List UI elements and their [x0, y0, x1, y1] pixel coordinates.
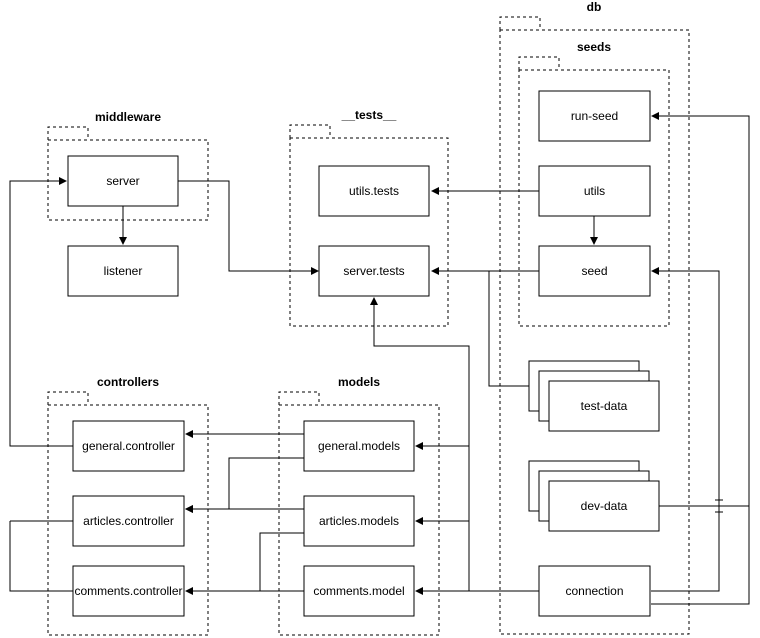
node-articles-models-label: articles.models: [319, 514, 399, 528]
package-controllers: controllers: [47, 375, 209, 636]
node-comments-controller[interactable]: comments.controller: [72, 565, 185, 617]
node-test-data[interactable]: test-data: [528, 360, 660, 432]
connectors: [9, 112, 750, 605]
node-utils-tests-label: utils.tests: [349, 184, 399, 198]
node-comments-model[interactable]: comments.model: [303, 565, 415, 617]
node-listener[interactable]: listener: [67, 245, 179, 297]
edge-testdata-servertests: [488, 271, 529, 387]
node-run-seed-label: run-seed: [571, 109, 618, 123]
package-seeds: seeds: [518, 40, 670, 327]
node-articles-models[interactable]: articles.models: [303, 495, 415, 547]
node-general-models-label: general.models: [318, 439, 400, 453]
node-listener-label: listener: [104, 264, 143, 278]
package-tests: __tests__: [289, 108, 449, 327]
node-seed[interactable]: seed: [538, 245, 651, 297]
node-utils-tests[interactable]: utils.tests: [318, 165, 430, 217]
package-models: models: [278, 375, 440, 636]
node-run-seed[interactable]: run-seed: [538, 90, 651, 142]
package-models-title: models: [338, 375, 380, 389]
node-utils-label: utils: [584, 184, 605, 198]
node-articles-controller[interactable]: articles.controller: [72, 495, 185, 547]
edge-server-servertests: [178, 180, 319, 275]
edge-controllers-server: [9, 177, 73, 447]
package-controllers-title: controllers: [97, 375, 159, 389]
node-articles-controller-label: articles.controller: [83, 514, 174, 528]
package-seeds-title: seeds: [577, 40, 611, 54]
edge-articlesmodels-commentscontroller: [259, 532, 304, 591]
node-general-models[interactable]: general.models: [303, 420, 415, 472]
node-test-data-label: test-data: [581, 399, 628, 413]
edge-generalmodels-articlescontroller: [185, 457, 304, 513]
edge-commentscontroller-trunk: [9, 521, 73, 592]
package-db: db: [499, 0, 690, 635]
node-seed-label: seed: [581, 264, 607, 278]
node-general-controller[interactable]: general.controller: [72, 420, 185, 472]
package-db-title: db: [587, 0, 602, 14]
node-comments-model-label: comments.model: [313, 584, 404, 598]
package-tests-title: __tests__: [341, 108, 397, 122]
package-middleware-title: middleware: [95, 110, 161, 124]
node-general-controller-label: general.controller: [82, 439, 175, 453]
node-server-tests-label: server.tests: [343, 264, 404, 278]
package-middleware: middleware: [47, 110, 209, 221]
node-connection-label: connection: [565, 584, 623, 598]
node-server[interactable]: server: [67, 155, 179, 207]
edge-connection-seed: [651, 267, 720, 592]
node-utils[interactable]: utils: [538, 165, 651, 217]
node-server-label: server: [106, 174, 139, 188]
edge-connection-runseed: [651, 112, 750, 605]
node-dev-data[interactable]: dev-data: [528, 460, 660, 532]
node-server-tests[interactable]: server.tests: [318, 245, 430, 297]
node-comments-controller-label: comments.controller: [74, 584, 182, 598]
edge-models-servertests: [370, 297, 470, 591]
node-dev-data-label: dev-data: [581, 499, 628, 513]
node-connection[interactable]: connection: [538, 565, 651, 617]
